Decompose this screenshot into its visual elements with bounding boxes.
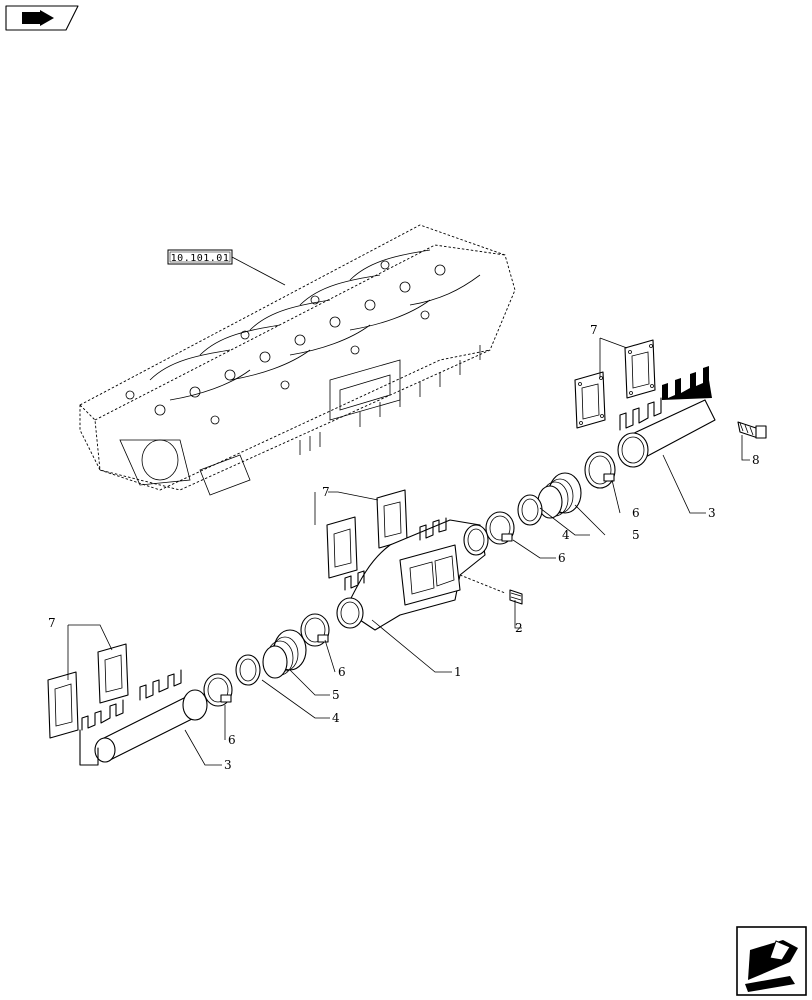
gasket-right-b <box>624 339 656 399</box>
clamp-middle-left <box>300 613 330 647</box>
callout-6-middle-left: 6 <box>338 665 346 679</box>
gasket-middle-a <box>326 516 358 579</box>
bellows-right <box>537 472 582 519</box>
callout-labels: 7 7 7 1 2 3 3 4 4 5 5 6 6 6 8 6 <box>48 323 760 772</box>
gasket-left-a <box>47 671 79 739</box>
callout-4-left: 4 <box>332 711 340 725</box>
reference-box[interactable]: 10.101.01 <box>167 249 286 286</box>
callout-6-right: 6 <box>632 506 640 520</box>
callout-2: 2 <box>515 621 523 635</box>
gasket-left-b <box>97 643 129 704</box>
clamp-left <box>203 673 233 707</box>
cylinder-head <box>79 224 516 496</box>
sleeve-left <box>235 654 261 686</box>
exhaust-pipe-left <box>79 669 208 766</box>
exhaust-manifold <box>336 517 489 631</box>
callout-6-middle: 6 <box>558 551 566 565</box>
exhaust-pipe-right <box>617 366 716 468</box>
callout-5-right: 5 <box>632 528 640 542</box>
callout-3-left: 3 <box>224 758 232 772</box>
next-page-arrow-icon[interactable] <box>736 926 807 996</box>
sleeve-right <box>517 494 543 526</box>
leader-lines <box>67 337 750 766</box>
gasket-right-a <box>574 371 606 429</box>
callout-7-left: 7 <box>48 616 56 630</box>
callout-4-right: 4 <box>562 528 570 542</box>
callout-3-right: 3 <box>708 506 716 520</box>
clamp-right <box>584 451 616 489</box>
bolt <box>737 421 767 439</box>
reference-label: 10.101.01 <box>171 253 230 264</box>
callout-7-right: 7 <box>590 323 598 337</box>
callout-1: 1 <box>454 665 462 679</box>
callout-5-left: 5 <box>332 688 340 702</box>
clamp-middle-right <box>485 511 515 545</box>
callout-7-middle: 7 <box>322 485 330 499</box>
callout-6-left: 6 <box>228 733 236 747</box>
stud <box>459 574 523 605</box>
callout-8: 8 <box>752 453 760 467</box>
bellows-left <box>262 629 307 679</box>
book-tab-icon[interactable] <box>5 5 79 31</box>
